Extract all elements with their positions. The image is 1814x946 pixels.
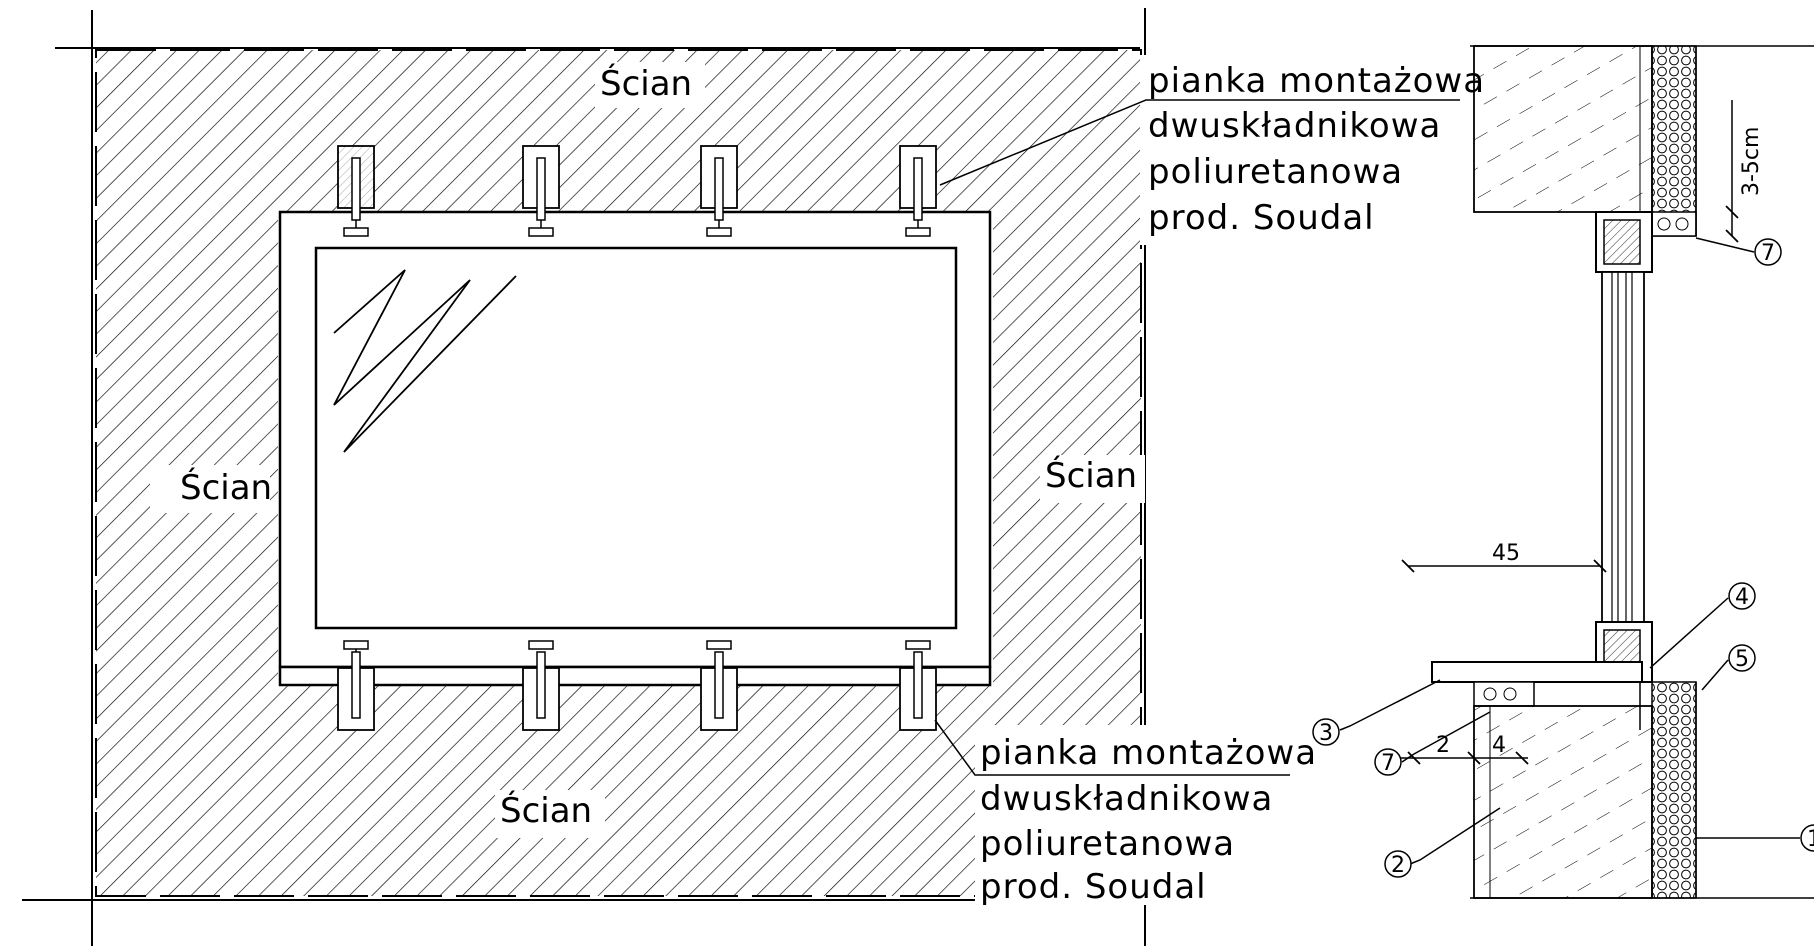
note-top-line-1: pianka montażowa [1148,61,1485,101]
callout-1: 1 [1807,827,1814,852]
callout-7-bottom: 7 [1381,751,1395,776]
wall-label-top: Ścian [600,63,692,104]
wall-label-bottom: Ścian [500,790,592,831]
window [278,210,992,687]
note-bottom-line-1: pianka montażowa [980,733,1317,773]
note-top-line-4: prod. Soudal [1148,198,1375,238]
dimension-3-5cm: 3-5cm [1725,100,1764,243]
callout-3: 3 [1319,721,1333,746]
wall-label-left: Ścian [180,467,272,508]
dimension-45-label: 45 [1492,541,1520,566]
callouts: 7 4 5 3 7 2 1 [1312,237,1814,878]
front-elevation: Ścian Ścian Ścian Ścian [22,8,1485,946]
callout-5: 5 [1735,647,1749,672]
callout-7-top: 7 [1761,241,1775,266]
note-bottom-line-2: dwuskładnikowa [980,779,1273,819]
dimension-4-label: 4 [1492,733,1506,758]
note-bottom-line-4: prod. Soudal [980,867,1207,907]
note-top-line-3: poliuretanowa [1148,152,1403,192]
anchors-top [337,145,937,237]
callout-4: 4 [1735,585,1749,610]
note-bottom-line-3: poliuretanowa [980,824,1235,864]
anchors-bottom [337,640,937,731]
note-top: pianka montażowa dwuskładnikowa poliuret… [1148,61,1485,238]
dimension-45: 45 [1401,541,1607,573]
dimension-3-5cm-label: 3-5cm [1739,127,1764,196]
section-detail: 45 2 4 3-5cm 7 4 5 [1312,45,1814,899]
dimension-2-label: 2 [1436,733,1450,758]
note-top-line-2: dwuskładnikowa [1148,106,1441,146]
note-bottom: pianka montażowa dwuskładnikowa poliuret… [980,733,1317,907]
window-profile [1595,211,1653,683]
callout-2: 2 [1391,853,1405,878]
wall-label-right: Ścian [1045,455,1137,496]
